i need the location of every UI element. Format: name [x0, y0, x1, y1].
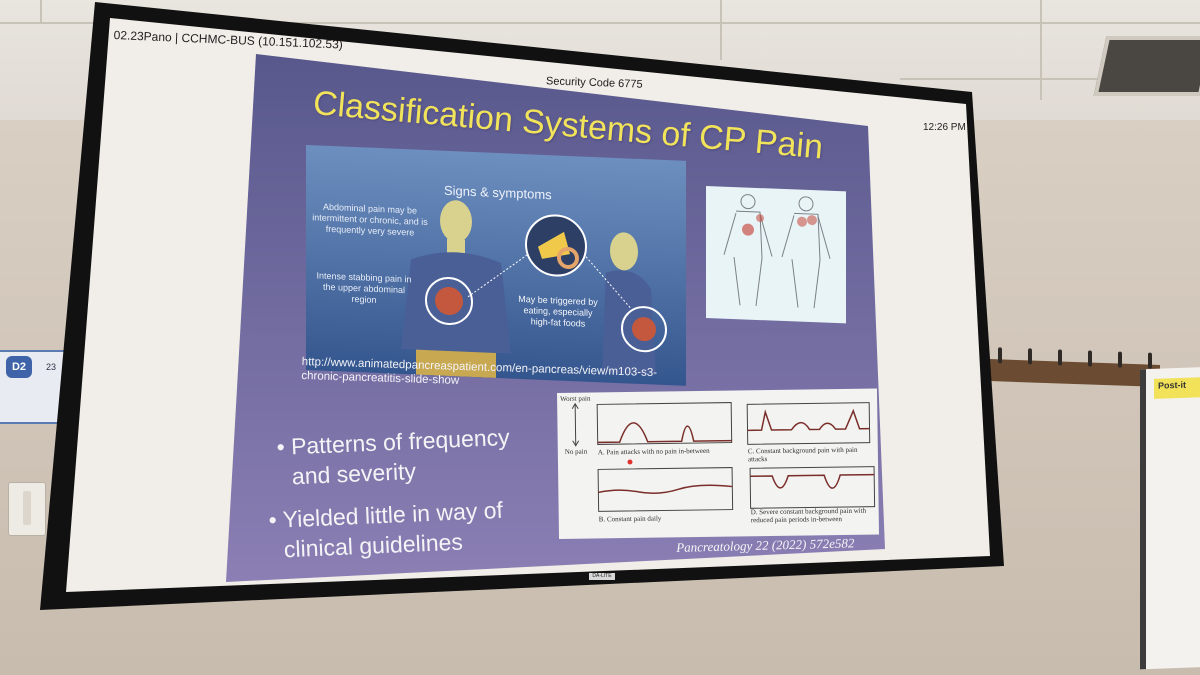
hud-room-label: 02.23Pano: [113, 28, 173, 45]
pain-highlight-circle: [425, 276, 473, 326]
bullet-item: • Yielded little in way of clinical guid…: [268, 495, 505, 565]
onion-ring-icon: [557, 246, 579, 269]
pain-scale-arrow-up: [571, 402, 579, 410]
pattern-label-d: D. Severe constant background pain with …: [750, 506, 867, 525]
signs-symptoms-illustration: Signs & symptoms Abdominal pain may be i…: [306, 145, 686, 386]
pain-area-marker: [742, 223, 754, 236]
person-shirt: [602, 270, 656, 375]
pattern-b-line: [598, 484, 733, 495]
person-head: [610, 232, 638, 271]
pain-area-marker: [756, 214, 764, 223]
pattern-box-a: [596, 402, 733, 445]
illustration-caption: May be triggered by eating, especially h…: [518, 293, 598, 329]
wall-sign-number: 23: [46, 362, 57, 372]
pain-scale-axis: [574, 404, 577, 445]
body-front-head: [740, 194, 756, 210]
pattern-label-a: A. Pain attacks with no pain in-between: [597, 446, 710, 457]
person-head: [440, 200, 472, 243]
illustration-caption: Abdominal pain may be intermittent or ch…: [312, 201, 428, 238]
pain-area-marker: [807, 215, 817, 226]
person-neck: [447, 238, 465, 254]
body-back-head: [798, 196, 814, 212]
pain-pattern-plots: [571, 402, 876, 512]
pattern-a-line: [597, 422, 732, 444]
pain-pattern-figure: Worst pain No pain A. Pain attacks with …: [557, 388, 880, 539]
body-back-outline: [791, 212, 821, 309]
light-switch-toggle[interactable]: [23, 491, 31, 525]
illustration-caption: Intense stabbing pain in the upper abdom…: [316, 270, 412, 305]
wall-sign-badge: D2: [6, 356, 32, 378]
ceiling-grid-line: [1040, 0, 1042, 100]
pain-scale-none: No pain: [564, 447, 588, 456]
body-back-arms: [781, 215, 831, 259]
pattern-d-line: [750, 473, 875, 489]
screen-brand-logo: DA-LITE: [589, 573, 615, 580]
pain-scale-worst: Worst pain: [560, 394, 591, 403]
hud-separator: |: [174, 30, 179, 45]
laser-pointer-dot: [627, 459, 633, 465]
ceiling-grid-line: [0, 22, 1200, 24]
connector-line: [585, 256, 632, 309]
pancreas-pain-icon: [632, 317, 656, 342]
body-pain-map-figures: [723, 194, 831, 309]
pattern-box-c: [746, 402, 871, 445]
person-pants: [416, 349, 496, 378]
pattern-c-line: [747, 408, 870, 432]
pain-scale-arrow-down: [572, 440, 580, 447]
pancreas-pain-icon: [435, 286, 463, 316]
pain-area-marker: [797, 216, 807, 227]
connector-line: [467, 253, 529, 298]
pain-highlight-circle: [621, 306, 667, 353]
pattern-box-b: [597, 467, 734, 512]
ceiling-grid-line: [720, 0, 722, 60]
hud-host: CCHMC-BUS: [181, 30, 256, 48]
illustration-figures: [401, 200, 667, 378]
pattern-label-b: B. Constant pain daily: [598, 514, 662, 524]
body-pain-map: [706, 186, 846, 324]
clock: 12:26 PM: [923, 122, 966, 133]
pattern-box-d: [749, 466, 876, 509]
body-front-outline: [733, 210, 763, 307]
ceiling-grid-line: [40, 0, 42, 22]
ceiling-grid-line: [900, 78, 1200, 80]
light-switch[interactable]: [8, 482, 46, 536]
pattern-label-c: C. Constant background pain with pain at…: [747, 445, 858, 464]
bullet-item: • Patterns of frequency and severity: [276, 422, 511, 492]
